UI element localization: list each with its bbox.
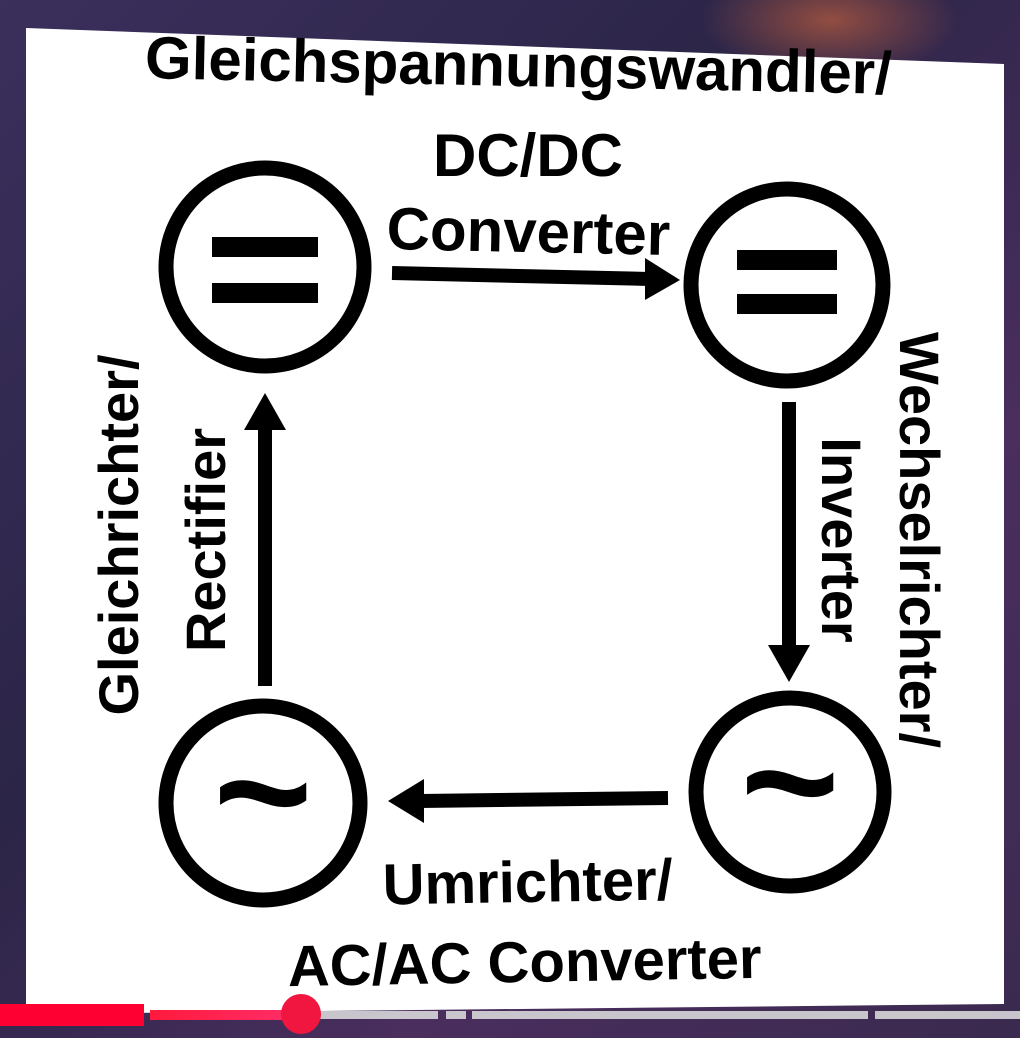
ac-node-bottom-left: ~	[158, 697, 368, 908]
right-label-line-1: Wechselrichter/	[888, 332, 951, 748]
progress-scrubber-handle[interactable]	[281, 994, 321, 1034]
dc-node-top-right	[683, 181, 891, 389]
dc-node-top-left	[158, 160, 372, 374]
top-label-line-3: Converter	[386, 195, 671, 268]
ac-symbol-left: ~	[213, 697, 312, 887]
arrow-dc-to-ac	[768, 402, 810, 682]
ac-node-bottom-right: ~	[688, 687, 892, 894]
progress-buffered	[300, 1011, 438, 1019]
progress-chapter-segment	[472, 1011, 868, 1019]
right-label-line-2: Inverter	[810, 437, 873, 642]
progress-chapter-segment	[446, 1011, 466, 1019]
progress-played-chapter	[0, 1004, 144, 1026]
ac-symbol-right: ~	[740, 687, 839, 877]
video-progress-bar[interactable]	[0, 994, 1020, 1034]
bottom-label-line-2: AC/AC Converter	[287, 926, 762, 999]
top-label-line-2: DC/DC	[433, 122, 623, 189]
progress-played-current	[150, 1010, 300, 1020]
left-label-line-1: Gleichrichter/	[87, 354, 150, 715]
arrow-ac-to-dc	[244, 393, 286, 686]
arrow-dc-to-dc	[391, 258, 680, 300]
progress-chapter-segment	[875, 1011, 1020, 1019]
arrow-ac-to-ac	[388, 779, 669, 823]
left-label-line-2: Rectifier	[174, 428, 237, 652]
top-label-line-1: Gleichspannungswandler/	[144, 24, 892, 107]
whiteboard	[26, 28, 1004, 1014]
bottom-label-line-1: Umrichter/	[382, 847, 673, 917]
